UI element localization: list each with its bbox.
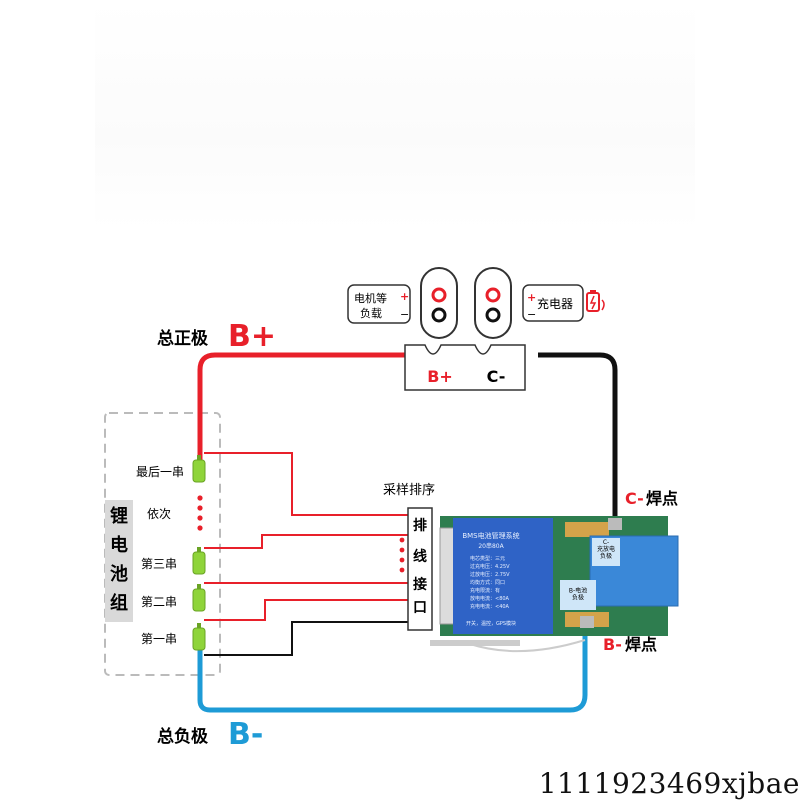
main-negative-wire <box>197 625 588 713</box>
bms-title: BMS电池管理系统 <box>462 531 519 540</box>
bms-spec-line: 均衡方式：同口 <box>470 579 505 586</box>
b-solder-code: B- <box>603 635 622 654</box>
bms-spec-line: 过充电压：4.25V <box>470 563 510 570</box>
bms-footer: 开关，温控，GPS模块 <box>466 620 516 627</box>
cell-label-last: 最后一串 <box>136 465 184 479</box>
main-positive-wire <box>197 352 405 462</box>
b-solder-text: 焊点 <box>625 635 657 654</box>
cell-label-etc: 依次 <box>147 506 171 521</box>
bms-subtitle: 20串80A <box>478 542 504 550</box>
load-plus: + <box>400 290 409 303</box>
charger-plug <box>474 267 512 339</box>
cell-label-second: 第二串 <box>141 595 177 609</box>
output-c-minus: C- <box>487 367 506 386</box>
bms-pad-c: C-充放电负极 <box>597 539 615 560</box>
pack-char-3: 池 <box>110 563 128 585</box>
charger-label: 充电器 <box>537 296 573 311</box>
pack-char-4: 组 <box>110 592 128 614</box>
load-line2: 负载 <box>360 306 382 320</box>
sample-wire-3a <box>204 534 408 549</box>
output-b-plus: B+ <box>427 367 453 386</box>
charger-box <box>522 284 584 322</box>
bms-spec-line: 充电限流：有 <box>470 587 500 594</box>
charger-battery-icon <box>586 290 605 312</box>
sample-wire-1 <box>204 621 408 656</box>
bms-board: BMS电池管理系统 20串80A 电芯类型：三元过充电压：4.25V过放电压：2… <box>430 516 679 653</box>
positive-terminal-code: B+ <box>228 319 276 354</box>
bms-spec-line: 过放电压：2.75V <box>470 571 510 578</box>
cell-label-first: 第一串 <box>141 632 177 646</box>
load-plug <box>420 267 458 339</box>
sampling-connector <box>407 507 433 631</box>
positive-terminal-label: 总正极 <box>157 328 208 349</box>
watermark-text: 1111923469xjbae <box>538 767 800 800</box>
connector-char-1: 排 <box>413 517 427 534</box>
load-box <box>347 284 411 324</box>
sampling-title: 采样排序 <box>383 483 435 498</box>
pack-char-1: 锂 <box>110 505 128 527</box>
sample-wire-last <box>204 452 408 516</box>
c-solder-code: C- <box>625 489 644 508</box>
sample-wire-2 <box>204 599 408 621</box>
cell-label-third: 第三串 <box>141 557 177 571</box>
c-minus-wire <box>538 352 618 518</box>
connector-char-3: 接 <box>413 576 427 593</box>
battery-pack-title-bg <box>105 500 133 622</box>
load-line1: 电机等 <box>354 291 387 305</box>
bms-spec-line: 充电电流：<40A <box>470 603 510 610</box>
pack-char-2: 电 <box>110 534 128 556</box>
connector-char-4: 口 <box>413 600 427 616</box>
battery-pack-outline <box>104 412 221 676</box>
cell-last <box>192 455 206 483</box>
cell-second <box>192 584 206 612</box>
charger-plus: + <box>527 291 536 304</box>
connector-char-2: 线 <box>413 548 427 565</box>
c-solder-text: 焊点 <box>646 489 678 508</box>
cell-first <box>192 623 206 651</box>
blurred-header-area <box>95 0 695 230</box>
load-minus: − <box>400 308 409 321</box>
bms-spec-line: 放电电流：<80A <box>470 595 510 602</box>
bms-spec-line: 电芯类型：三元 <box>470 555 505 562</box>
cell-third <box>192 547 206 575</box>
negative-terminal-code: B- <box>228 717 263 752</box>
negative-terminal-label: 总负极 <box>157 726 208 747</box>
bms-pad-b: B-电池负极 <box>569 587 587 602</box>
charger-minus: − <box>527 308 536 321</box>
output-block <box>404 344 526 391</box>
